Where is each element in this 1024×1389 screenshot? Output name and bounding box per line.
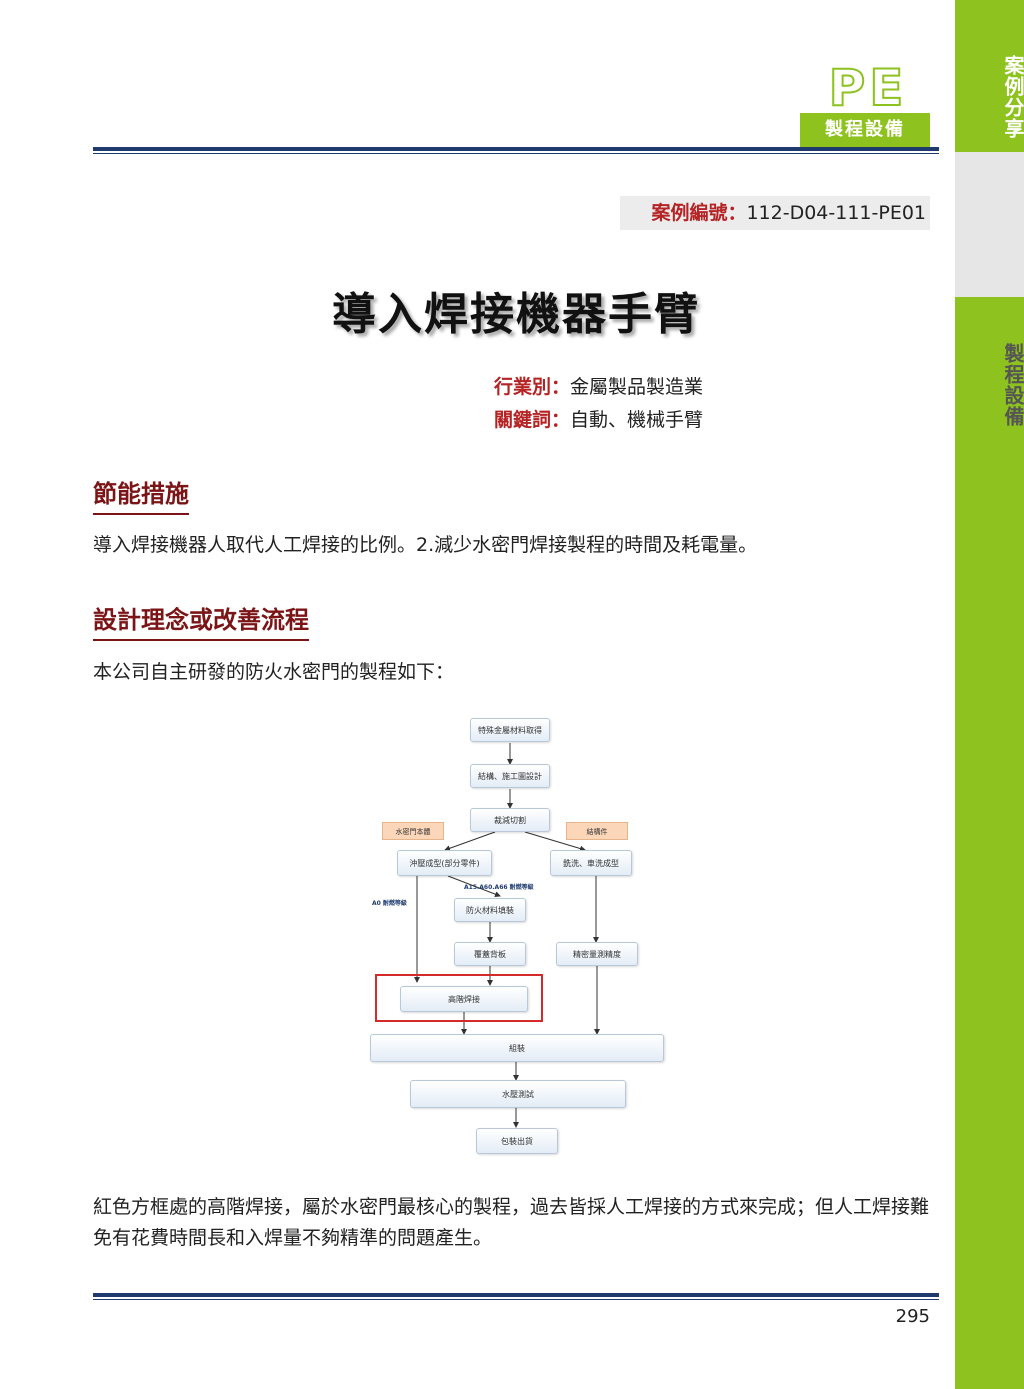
flow-step-cutting: 裁減切割 (470, 808, 550, 832)
case-number-value: 112-D04-111-PE01 (746, 202, 926, 224)
side-tab-process-equipment: 製程設備 (955, 152, 1024, 427)
flow-note-a15: A15.A60.A66 耐燃等級 (464, 884, 534, 891)
footer-rule (93, 1293, 939, 1297)
case-number-label: 案例編號： (651, 202, 747, 224)
flow-tag-door-body: 水密門本體 (382, 822, 444, 840)
flowchart-connectors (414, 743, 600, 1128)
flow-step-backplate: 覆蓋背板 (454, 942, 526, 966)
design-intro: 本公司自主研發的防火水密門的製程如下： (93, 661, 455, 683)
flow-step-pressure-test: 水壓測試 (410, 1080, 626, 1108)
flow-step-packaging: 包裝出貨 (476, 1128, 558, 1154)
section-title-measures: 節能措施 (93, 474, 189, 515)
flow-step-stamping: 沖壓成型(部分零件) (397, 850, 492, 876)
flow-note-a0: A0 耐燃等級 (372, 900, 407, 907)
process-flowchart: 特殊金屬材料取得 結構、施工圖設計 裁減切割 水密門本體 結構件 沖壓成型(部分… (360, 712, 680, 1162)
industry-label: 行業別： (494, 376, 571, 398)
side-tab-case-share-label: 案例分享 (1001, 54, 1024, 139)
section-title-design: 設計理念或改善流程 (93, 600, 309, 641)
category-badge: 製程設備 (800, 113, 930, 147)
keywords-line: 關鍵詞：自動、機械手臂 (494, 407, 703, 433)
flow-tag-structure: 結構件 (566, 822, 628, 840)
flow-step-design: 結構、施工圖設計 (470, 764, 550, 788)
flow-step-fireproof: 防火材料填裝 (454, 898, 526, 922)
industry-value: 金屬製品製造業 (570, 376, 704, 398)
footer-rule-thin (93, 1299, 939, 1300)
conclusion-text: 紅色方框處的高階焊接，屬於水密門最核心的製程，過去皆採人工焊接的方式來完成；但人… (93, 1196, 930, 1249)
header-rule-thin (93, 153, 939, 154)
industry-line: 行業別：金屬製品製造業 (494, 374, 703, 400)
side-tab-process-equipment-label: 製程設備 (1001, 343, 1024, 427)
flow-step-advanced-welding: 高階焊接 (400, 986, 528, 1012)
case-number: 案例編號：112-D04-111-PE01 (620, 196, 930, 230)
page-number: 295 (895, 1306, 930, 1327)
header-rule (93, 147, 939, 151)
flow-step-milling: 銑洗、車洗成型 (550, 850, 632, 876)
keywords-value: 自動、機械手臂 (570, 409, 704, 431)
side-tab-case-share: 案例分享 (955, 0, 1024, 150)
keywords-label: 關鍵詞： (494, 409, 571, 431)
pe-logo: PE (828, 59, 908, 117)
highlight-box (375, 974, 543, 1022)
flow-step-assembly: 組裝 (370, 1034, 664, 1062)
flow-step-material: 特殊金屬材料取得 (470, 718, 550, 742)
page-title: 導入焊接機器手臂 (332, 289, 700, 340)
flow-step-measurement: 精密量測精度 (556, 942, 638, 966)
measures-text: 導入焊接機器人取代人工焊接的比例。2.減少水密門焊接製程的時間及耗電量。 (93, 534, 758, 556)
